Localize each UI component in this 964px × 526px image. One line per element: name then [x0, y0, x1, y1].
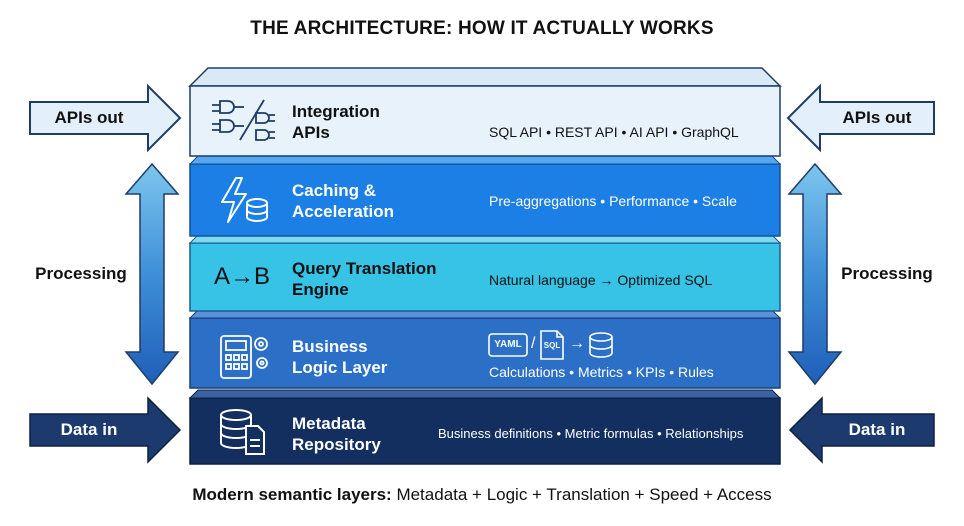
apis-out-right-label: APIs out — [842, 108, 912, 127]
a-to-b-icon: A→B — [214, 263, 271, 290]
business-title-line2: Logic Layer — [292, 358, 388, 377]
calculator-gear-icon — [220, 335, 268, 379]
data-in-right-label: Data in — [848, 420, 906, 439]
business-layer-title: Business Logic Layer — [292, 336, 387, 378]
data-in-right-arrow — [788, 396, 935, 464]
integration-title-line1: Integration — [292, 102, 380, 121]
caching-layer — [189, 163, 781, 237]
integration-layer-desc: SQL API • REST API • AI API • GraphQL — [489, 124, 739, 140]
metadata-layer-desc: Business definitions • Metric formulas •… — [438, 426, 744, 441]
integration-layer-title: Integration APIs — [292, 101, 380, 143]
footer-caption: Modern semantic layers: Metadata + Logic… — [0, 485, 964, 505]
slash-separator: / — [531, 335, 536, 352]
data-in-left-arrow — [29, 396, 182, 464]
integration-title-line2: APIs — [292, 123, 330, 142]
apis-out-left-arrow — [29, 83, 182, 153]
caching-title-line2: Acceleration — [292, 202, 395, 221]
processing-left-label: Processing — [35, 264, 127, 283]
caching-title-line1: Caching & — [292, 181, 377, 200]
caching-layer-desc: Pre-aggregations • Performance • Scale — [489, 193, 737, 209]
integration-layer-top-face — [188, 67, 782, 87]
page-title: THE ARCHITECTURE: HOW IT ACTUALLY WORKS — [250, 18, 714, 39]
database-document-icon — [220, 409, 265, 455]
metadata-title-line1: Metadata — [292, 414, 366, 433]
metadata-layer-top-face — [188, 389, 782, 399]
lightning-database-icon — [221, 177, 268, 223]
apis-out-left-label: APIs out — [54, 108, 124, 127]
footer-rest: Metadata + Logic + Translation + Speed +… — [391, 485, 772, 504]
database-icon — [589, 332, 613, 358]
query-layer-title: Query Translation Engine — [292, 258, 437, 300]
query-layer — [189, 242, 781, 312]
processing-right-arrow — [787, 162, 843, 386]
caching-layer-title: Caching & Acceleration — [292, 180, 394, 222]
sql-label: SQL — [543, 341, 561, 350]
processing-left-arrow — [124, 162, 180, 386]
business-layer — [189, 317, 781, 389]
business-title-line1: Business — [292, 337, 368, 356]
metadata-title-line2: Repository — [292, 435, 381, 454]
query-title-line1: Query Translation — [292, 259, 437, 278]
apis-out-right-arrow — [786, 83, 935, 153]
footer-bold: Modern semantic layers: — [192, 485, 392, 504]
to-database-arrow: → — [569, 335, 585, 352]
data-in-left-label: Data in — [60, 420, 118, 439]
sql-file-icon — [540, 330, 564, 360]
query-layer-desc: Natural language → Optimized SQL — [489, 272, 713, 288]
caching-layer-top-face — [188, 155, 782, 165]
metadata-layer — [189, 397, 781, 465]
integration-layer — [189, 85, 781, 157]
business-layer-desc: Calculations • Metrics • KPIs • Rules — [489, 364, 714, 380]
yaml-file-icon — [488, 333, 528, 357]
metadata-layer-title: Metadata Repository — [292, 413, 381, 455]
yaml-label: YAML — [494, 339, 522, 350]
connectors-icon — [212, 99, 275, 141]
processing-right-label: Processing — [841, 264, 933, 283]
query-title-line2: Engine — [292, 280, 349, 299]
